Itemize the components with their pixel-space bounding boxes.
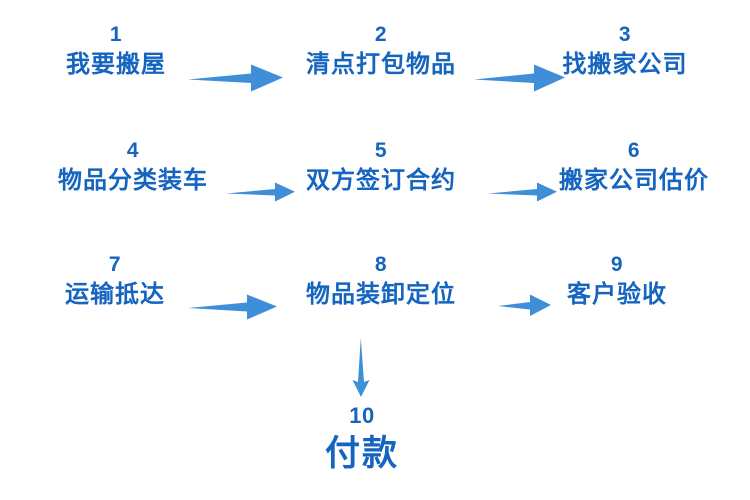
step-number: 10: [349, 403, 375, 428]
step-node-5[interactable]: 5 双方签订合约: [306, 138, 456, 198]
arrow-8-to-9: [498, 292, 552, 318]
arrow-1-to-2: [188, 62, 284, 94]
step-label: 我要搬屋: [66, 51, 166, 78]
step-number: 3: [618, 23, 632, 46]
step-node-3[interactable]: 3 找搬家公司: [563, 22, 688, 82]
step-number: 5: [374, 139, 388, 162]
step-node-4[interactable]: 4 物品分类装车: [58, 138, 208, 198]
arrow-5-to-6: [488, 180, 558, 204]
step-label: 物品分类装车: [58, 167, 208, 194]
arrow-7-to-8: [188, 292, 278, 322]
step-node-6[interactable]: 6 搬家公司估价: [559, 138, 709, 198]
step-label: 物品装卸定位: [306, 281, 456, 308]
step-node-10[interactable]: 10 付款: [325, 402, 399, 478]
step-node-1[interactable]: 1 我要搬屋: [66, 22, 166, 82]
step-number: 6: [627, 139, 641, 162]
step-number: 2: [374, 23, 388, 46]
arrow-2-to-3: [474, 62, 566, 94]
step-number: 8: [374, 253, 388, 276]
arrow-8-to-10: [348, 338, 374, 398]
step-label: 客户验收: [567, 281, 667, 308]
step-label: 双方签订合约: [306, 167, 456, 194]
step-label: 找搬家公司: [562, 51, 688, 78]
step-label: 清点打包物品: [306, 51, 456, 78]
step-number: 4: [126, 139, 140, 162]
step-label: 运输抵达: [65, 281, 165, 308]
step-number: 7: [108, 253, 122, 276]
step-node-8[interactable]: 8 物品装卸定位: [306, 252, 456, 312]
step-node-7[interactable]: 7 运输抵达: [65, 252, 165, 312]
step-number: 1: [109, 23, 123, 46]
step-label: 搬家公司估价: [559, 167, 709, 194]
arrow-4-to-5: [226, 180, 296, 204]
step-number: 9: [610, 253, 624, 276]
step-label: 付款: [324, 434, 400, 473]
step-node-9[interactable]: 9 客户验收: [567, 252, 667, 312]
step-node-2[interactable]: 2 清点打包物品: [306, 22, 456, 82]
